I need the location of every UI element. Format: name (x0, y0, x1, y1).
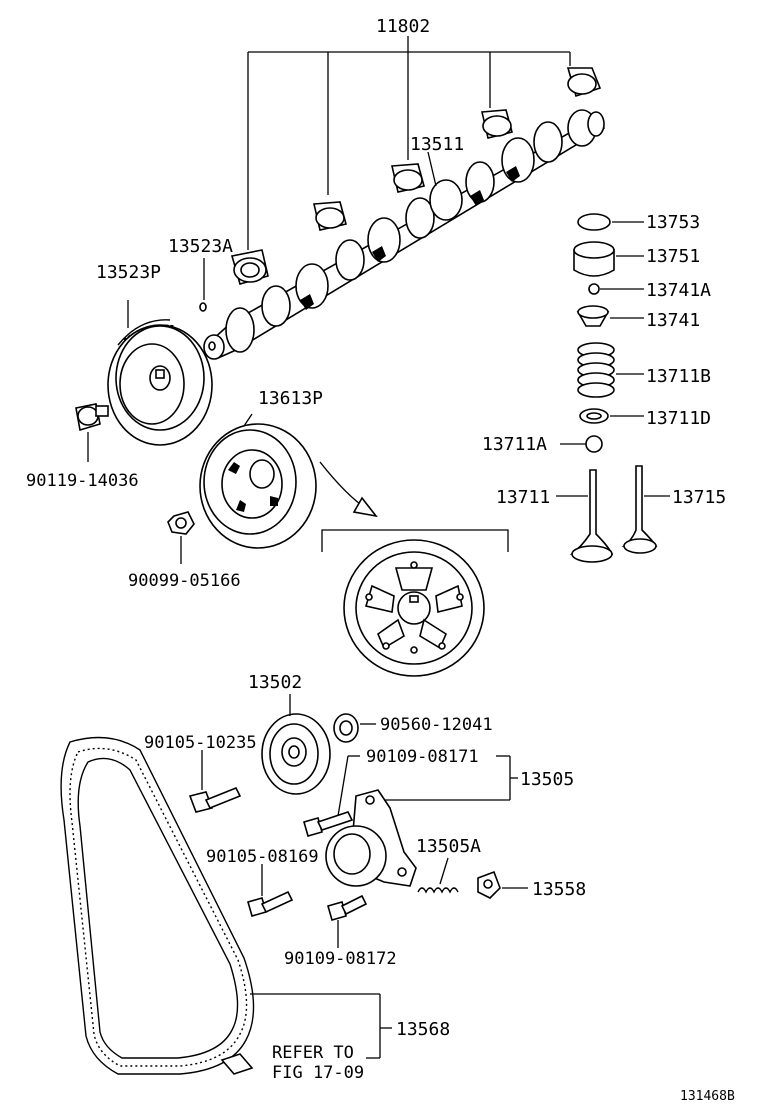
label-refer-to: REFER TO (272, 1043, 354, 1063)
stud-13558 (477, 870, 528, 899)
spring-13505A (417, 857, 459, 894)
detail-bracket (321, 529, 509, 552)
label-13711D: 13711D (646, 408, 711, 429)
label-13711: 13711 (496, 487, 550, 508)
spring-seat-13711D (579, 408, 644, 424)
lifter-13751 (573, 241, 644, 277)
label-13741: 13741 (646, 310, 700, 331)
bearing-shell-4 (313, 201, 347, 231)
spring-13711B (577, 342, 644, 398)
label-11802: 11802 (376, 16, 430, 37)
label-13711B: 13711B (646, 366, 711, 387)
bearing-shell-3 (391, 163, 425, 193)
label-13523P: 13523P (96, 262, 161, 283)
crank-pulley-13613P (199, 413, 317, 549)
label-fig-17-09: FIG 17-09 (272, 1063, 364, 1083)
idler-pulley-13502 (261, 694, 331, 795)
label-13751: 13751 (646, 246, 700, 267)
label-13511: 13511 (410, 134, 464, 155)
label-90109-08171: 90109-08171 (366, 747, 479, 767)
label-13523A: 13523A (168, 236, 233, 257)
bracket-lines-13568 (250, 993, 392, 1059)
exhaust-valve-13715 (621, 465, 670, 554)
label-13613P: 13613P (258, 388, 323, 409)
bolt-90105-08169 (247, 864, 294, 917)
bolt-90109-08172 (327, 894, 368, 948)
label-13502: 13502 (248, 672, 302, 693)
figure-number: 131468B (680, 1089, 735, 1104)
cam-pulley-13523P (107, 300, 213, 446)
bearing-shell-2 (481, 109, 513, 139)
label-90105-08169: 90105-08169 (206, 847, 319, 867)
leader-lines-11802 (247, 36, 571, 250)
timing-belt-13568 (60, 736, 255, 1075)
bearing-shell-13523A (230, 249, 269, 285)
bolt-90109-08171 (303, 811, 354, 837)
label-13505: 13505 (520, 769, 574, 790)
label-13711A: 13711A (482, 434, 547, 455)
label-90109-08172: 90109-08172 (284, 949, 397, 969)
label-13741A: 13741A (646, 280, 711, 301)
retainer-13741 (576, 305, 644, 327)
label-13715: 13715 (672, 487, 726, 508)
intake-valve-13711 (556, 469, 614, 563)
washer-90560-12041 (333, 713, 376, 743)
bolt-90105-10235 (188, 750, 242, 813)
bolt-90119-14036 (75, 403, 109, 462)
label-13568: 13568 (396, 1019, 450, 1040)
label-90560-12041: 90560-12041 (380, 715, 493, 735)
camshaft (203, 109, 606, 360)
bearing-shell-1 (566, 67, 602, 98)
label-90105-10235: 90105-10235 (144, 733, 257, 753)
label-13558: 13558 (532, 879, 586, 900)
label-13505A: 13505A (416, 836, 481, 857)
bracket-lines-13505 (337, 755, 518, 817)
label-90119-14036: 90119-14036 (26, 471, 139, 491)
arrow-head (352, 496, 378, 518)
leader-13511 (427, 151, 437, 187)
valve-seal-13711A (560, 435, 603, 453)
refer-marker (220, 1053, 254, 1075)
keeper-13741A (588, 283, 644, 295)
label-13753: 13753 (646, 212, 700, 233)
shim-13753 (577, 213, 644, 231)
label-90099-05166: 90099-05166 (128, 571, 241, 591)
pin-13523A (199, 302, 207, 312)
tensioner-13505 (325, 789, 417, 887)
nut-90099-05166 (167, 511, 195, 564)
pulley-detail-view (343, 539, 485, 677)
